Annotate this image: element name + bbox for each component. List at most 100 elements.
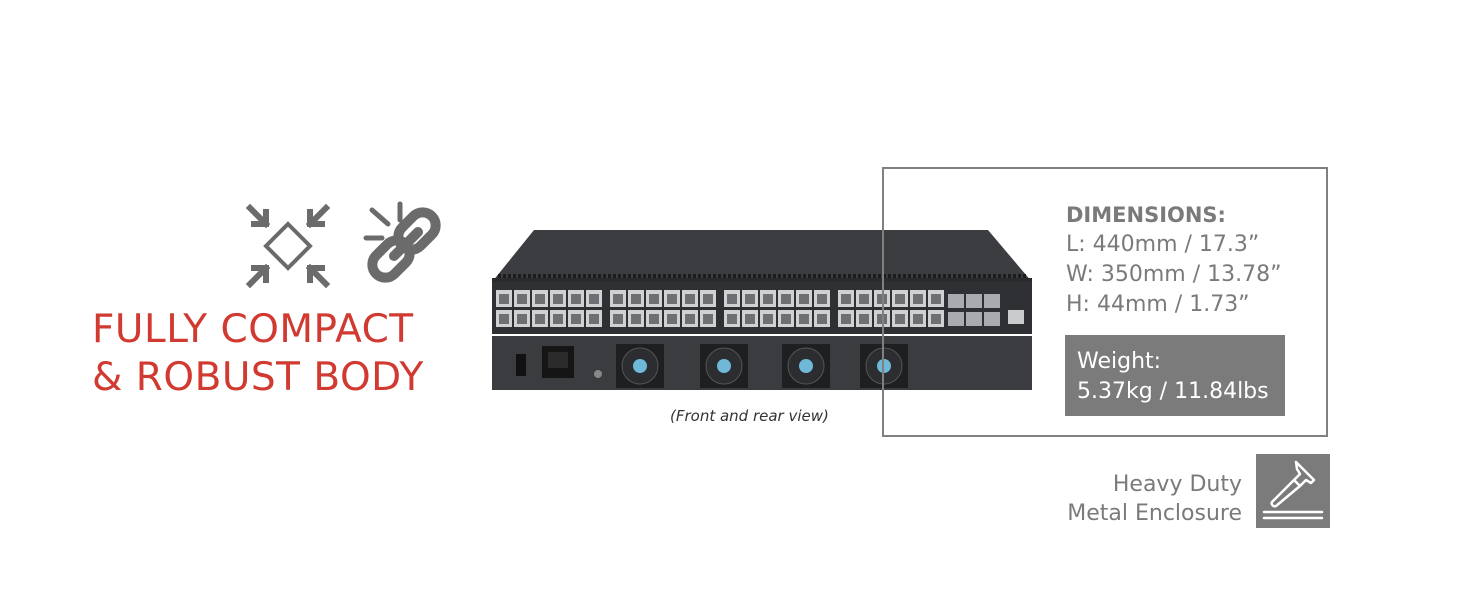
vent: [633, 274, 636, 278]
vent: [528, 274, 531, 278]
port-jack: [841, 314, 851, 324]
vent: [928, 274, 931, 278]
vent: [968, 274, 971, 278]
vent: [563, 274, 566, 278]
dimensions-title: DIMENSIONS:: [1066, 203, 1226, 227]
vent: [543, 274, 546, 278]
vent: [843, 274, 846, 278]
vent: [1008, 274, 1011, 278]
port-jack: [727, 294, 737, 304]
vent: [848, 274, 851, 278]
weight-value: 5.37kg / 11.84lbs: [1077, 379, 1269, 404]
vent: [803, 274, 806, 278]
port-jack: [685, 314, 695, 324]
weight-label: Weight:: [1077, 349, 1162, 374]
port-jack: [553, 314, 563, 324]
vent: [813, 274, 816, 278]
headline-line-2: & ROBUST BODY: [92, 355, 424, 400]
vent: [648, 274, 651, 278]
vent: [513, 274, 516, 278]
vent: [603, 274, 606, 278]
vent: [1023, 274, 1026, 278]
vent: [838, 274, 841, 278]
vent: [733, 274, 736, 278]
vent: [963, 274, 966, 278]
port-jack: [913, 294, 923, 304]
vent: [863, 274, 866, 278]
enclosure-line-2: Metal Enclosure: [1067, 501, 1242, 526]
vent: [853, 274, 856, 278]
network-switch-image: [492, 230, 1032, 390]
vent: [938, 274, 941, 278]
vent: [718, 274, 721, 278]
port-jack: [727, 314, 737, 324]
vent: [933, 274, 936, 278]
vent: [663, 274, 666, 278]
vent: [658, 274, 661, 278]
port-jack: [571, 294, 581, 304]
vent: [628, 274, 631, 278]
vent: [703, 274, 706, 278]
vent: [953, 274, 956, 278]
vent: [943, 274, 946, 278]
port-jack: [517, 294, 527, 304]
vent: [698, 274, 701, 278]
fan-hub: [717, 359, 731, 373]
dimensions-list: DIMENSIONS: L: 440mm / 17.3” W: 350mm / …: [1066, 200, 1282, 320]
vent: [833, 274, 836, 278]
port-jack: [631, 314, 641, 324]
port-jack: [799, 314, 809, 324]
broken-link-icon: [363, 201, 441, 283]
port-jack: [859, 294, 869, 304]
port-jack: [931, 294, 941, 304]
vent: [778, 274, 781, 278]
vent: [518, 274, 521, 278]
port-jack: [499, 314, 509, 324]
vent: [773, 274, 776, 278]
vent: [913, 274, 916, 278]
sfp-port: [984, 312, 1000, 326]
vent: [583, 274, 586, 278]
vent: [588, 274, 591, 278]
vent: [873, 274, 876, 278]
headline: FULLY COMPACT & ROBUST BODY: [92, 306, 424, 402]
port-jack: [535, 314, 545, 324]
port-jack: [895, 314, 905, 324]
vent: [1018, 274, 1021, 278]
port-jack: [631, 294, 641, 304]
port-jack: [799, 294, 809, 304]
vent: [668, 274, 671, 278]
vent: [623, 274, 626, 278]
port-jack: [649, 314, 659, 324]
vent: [753, 274, 756, 278]
vent: [613, 274, 616, 278]
compact-arrows-icon: [245, 203, 331, 289]
vent: [798, 274, 801, 278]
vent: [508, 274, 511, 278]
vent: [533, 274, 536, 278]
port-jack: [745, 294, 755, 304]
vent: [643, 274, 646, 278]
vent: [973, 274, 976, 278]
sfp-port: [948, 294, 964, 308]
vent: [793, 274, 796, 278]
vent: [818, 274, 821, 278]
port-jack: [589, 314, 599, 324]
enclosure-line-1: Heavy Duty: [1112, 472, 1242, 497]
port-jack: [517, 314, 527, 324]
vent: [908, 274, 911, 278]
port-jack: [745, 314, 755, 324]
vent: [683, 274, 686, 278]
vent: [893, 274, 896, 278]
vent: [608, 274, 611, 278]
port-jack: [535, 294, 545, 304]
port-jack: [685, 294, 695, 304]
vent: [763, 274, 766, 278]
port-jack: [589, 294, 599, 304]
vent: [768, 274, 771, 278]
vent: [748, 274, 751, 278]
vent: [553, 274, 556, 278]
vent: [558, 274, 561, 278]
port-jack: [613, 294, 623, 304]
port-jack: [841, 294, 851, 304]
